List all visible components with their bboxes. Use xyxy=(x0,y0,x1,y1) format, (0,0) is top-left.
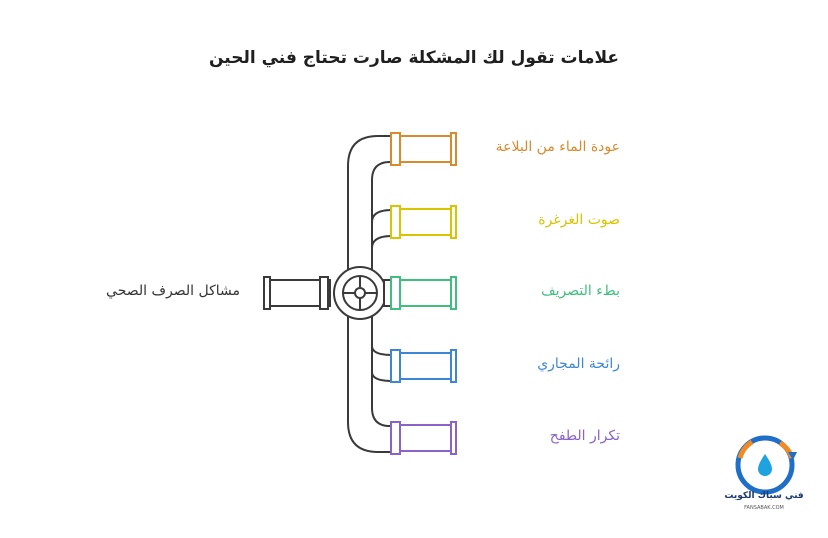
branch-pipe-1 xyxy=(390,132,457,166)
branch-pipe-body xyxy=(395,424,453,452)
branch-pipe-end-cap xyxy=(450,132,457,166)
branch-stub-2-top xyxy=(371,209,393,223)
branch-stub-4-bottom xyxy=(371,371,393,382)
inlet-pipe-collar xyxy=(319,276,329,310)
branch-pipe-collar xyxy=(390,421,401,455)
branch-pipe-body xyxy=(395,208,453,236)
branch-pipe-4 xyxy=(390,349,457,383)
branch-stub-4-top xyxy=(371,345,393,356)
valve-icon xyxy=(333,266,387,320)
branch-pipe-2 xyxy=(390,205,457,239)
page-title: علامات تقول لك المشكلة صارت تحتاج فني ال… xyxy=(208,48,620,68)
branch-label-4: رائحة المجاري xyxy=(537,356,620,372)
logo-brand-text: فني سباك الكويت xyxy=(724,491,804,501)
inlet-pipe-end-cap xyxy=(263,276,271,310)
branch-label-2: صوت الغرغرة xyxy=(538,212,620,228)
branch-label-5: تكرار الطفح xyxy=(549,428,620,444)
branch-pipe-body xyxy=(395,352,453,380)
branch-stub-2-bottom xyxy=(371,235,393,249)
logo-site-text: FANSABAK.COM xyxy=(744,505,784,511)
branch-label-3: بطء التصريف xyxy=(541,283,620,299)
branch-label-1: عودة الماء من البلاعة xyxy=(495,139,620,155)
branch-pipe-collar xyxy=(390,276,401,310)
branch-pipe-body xyxy=(395,135,453,163)
branch-pipe-collar xyxy=(390,132,401,166)
branch-pipe-collar xyxy=(390,349,401,383)
branch-pipe-end-cap xyxy=(450,349,457,383)
branch-pipe-end-cap xyxy=(450,421,457,455)
source-label: مشاكل الصرف الصحي xyxy=(106,283,240,299)
branch-pipe-end-cap xyxy=(450,276,457,310)
branch-pipe-body xyxy=(395,279,453,307)
branch-pipe-5 xyxy=(390,421,457,455)
branch-pipe-3 xyxy=(390,276,457,310)
branch-pipe-collar xyxy=(390,205,401,239)
branch-pipe-end-cap xyxy=(450,205,457,239)
